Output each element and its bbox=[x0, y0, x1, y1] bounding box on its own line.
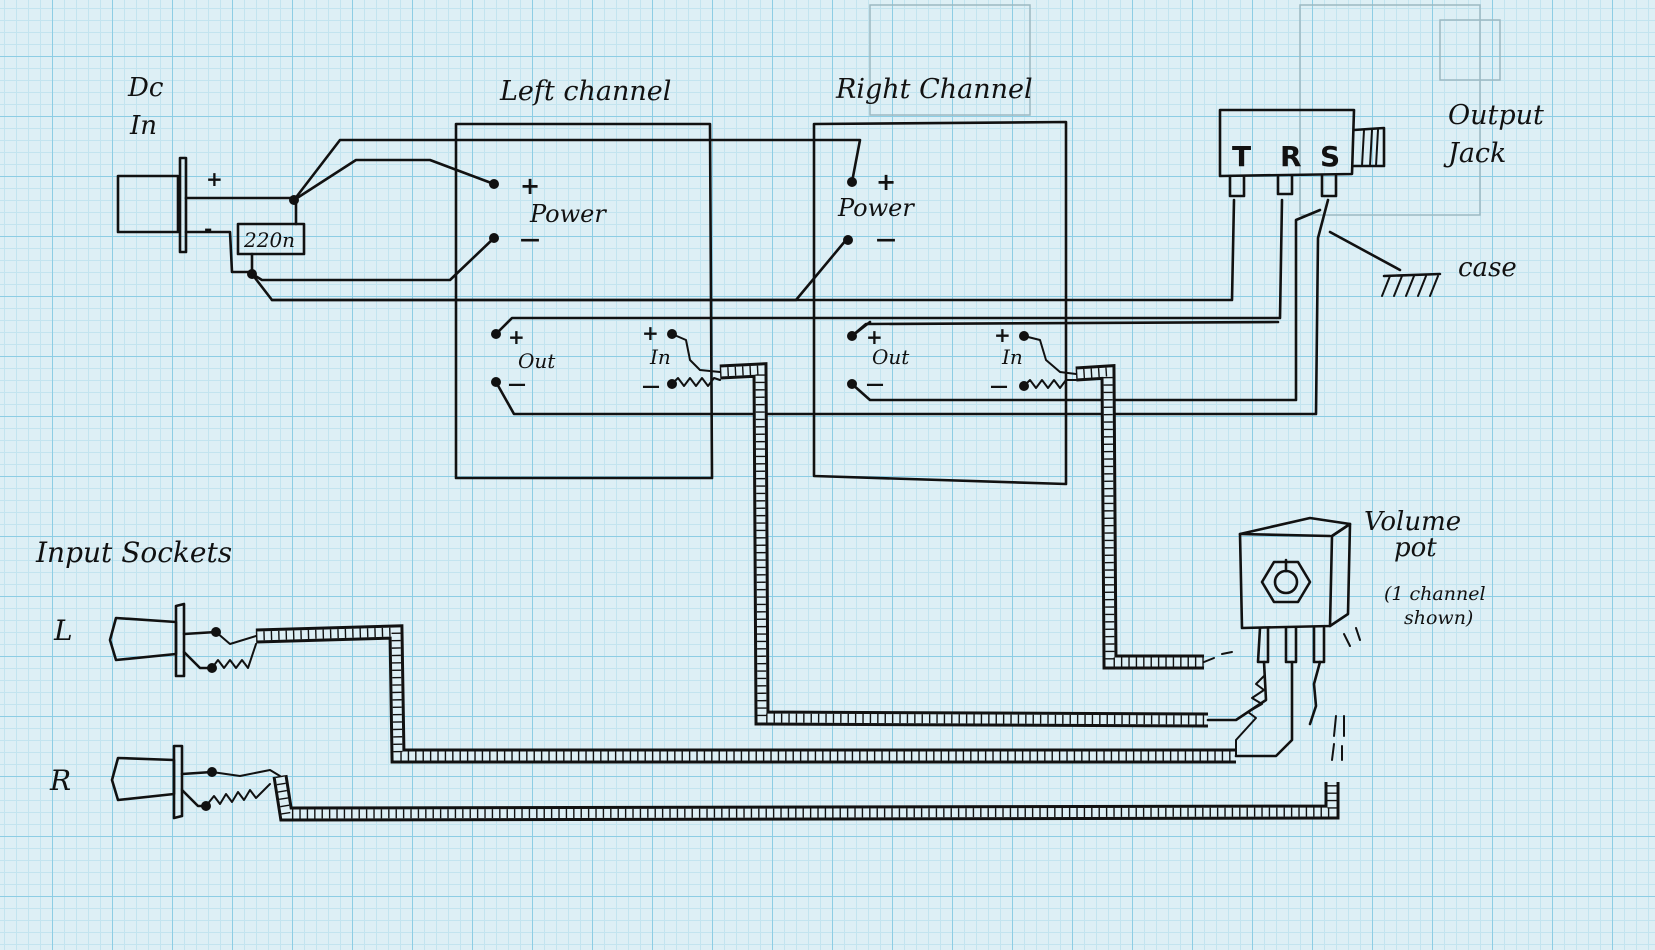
pot-note-1: (1 channel bbox=[1384, 583, 1486, 605]
case-label: case bbox=[1458, 253, 1517, 283]
wire-left-in-braid bbox=[671, 377, 721, 387]
wire-pot-ground bbox=[1308, 660, 1322, 726]
output-jack bbox=[1218, 108, 1386, 198]
right-out-minus: — bbox=[866, 374, 884, 395]
volume-pot-label-2: pot bbox=[1394, 533, 1437, 563]
left-out-label: Out bbox=[518, 349, 556, 373]
shielded-cable-right-in bbox=[1075, 364, 1204, 670]
wire-pot-dashed bbox=[1331, 715, 1345, 761]
left-channel-module bbox=[454, 122, 714, 480]
left-power-plus: + bbox=[520, 172, 540, 200]
jack-pin-t: T bbox=[1232, 140, 1251, 173]
left-out-plus: + bbox=[508, 325, 525, 349]
wire-dc-minus-left bbox=[250, 236, 496, 282]
left-in-minus: — bbox=[642, 376, 660, 397]
right-power-minus: — bbox=[876, 227, 896, 251]
wire-pot-wiper bbox=[1206, 660, 1268, 722]
input-sockets-label: Input Sockets bbox=[35, 536, 232, 569]
right-power-plus: + bbox=[876, 168, 896, 196]
wire-pot-input bbox=[1234, 660, 1294, 758]
left-power-label: Power bbox=[529, 200, 607, 228]
wire-right-out bbox=[850, 320, 1280, 338]
left-power-minus-terminal bbox=[489, 233, 499, 243]
dc-plus-sign: + bbox=[206, 167, 223, 191]
dc-in-label-2: In bbox=[129, 111, 157, 141]
wire-right-in-braid bbox=[1023, 379, 1077, 389]
wire-case-ground bbox=[1328, 230, 1402, 272]
left-in-plus: + bbox=[642, 321, 659, 345]
wire-left-out-minus bbox=[494, 198, 1330, 416]
dc-in-jack bbox=[116, 156, 298, 274]
wire-dc-minus-right bbox=[250, 238, 848, 302]
right-channel-title: Right Channel bbox=[835, 74, 1033, 105]
wire-ground-to-tip bbox=[270, 198, 1236, 302]
wire-right-out-minus bbox=[850, 208, 1322, 402]
wire-pot-braid bbox=[1235, 675, 1265, 757]
jack-pin-r: R bbox=[1280, 140, 1302, 173]
socket-l-label: L bbox=[53, 614, 73, 647]
volume-pot-label-1: Volume bbox=[1364, 507, 1461, 537]
input-socket-r bbox=[110, 744, 281, 820]
shielded-cable-socket-r bbox=[272, 774, 1340, 822]
wire-left-in-signal bbox=[671, 333, 721, 373]
ground-symbol-icon bbox=[1381, 272, 1442, 297]
left-power-minus: — bbox=[520, 227, 540, 251]
component-220n-label: 220n bbox=[243, 228, 295, 252]
wire-pot-stub bbox=[1343, 627, 1361, 647]
right-power-minus-terminal bbox=[843, 235, 853, 245]
volume-pot bbox=[1238, 516, 1352, 664]
dc-minus-sign: - bbox=[204, 217, 212, 241]
right-out-label: Out bbox=[872, 345, 910, 369]
component-220n bbox=[236, 222, 306, 256]
left-out-minus: — bbox=[508, 374, 526, 395]
right-power-label: Power bbox=[837, 194, 915, 222]
right-in-label: In bbox=[1001, 345, 1023, 369]
socket-r-label: R bbox=[49, 764, 71, 797]
bleed-through-sketch bbox=[869, 4, 1501, 216]
wire-dc-plus-left bbox=[292, 158, 496, 202]
right-out-plus: + bbox=[866, 325, 883, 349]
input-socket-l bbox=[108, 602, 257, 678]
dc-in-label-1: Dc bbox=[127, 73, 164, 103]
shielded-cable-left-in bbox=[719, 362, 1209, 728]
left-in-label: In bbox=[649, 345, 671, 369]
right-power-plus-terminal bbox=[847, 177, 857, 187]
output-jack-label-2: Jack bbox=[1443, 138, 1506, 169]
right-in-plus: + bbox=[994, 323, 1011, 347]
wire-right-in-signal bbox=[1023, 335, 1077, 375]
wire-dc-plus-right bbox=[292, 138, 862, 202]
right-channel-module bbox=[812, 120, 1068, 486]
wire-pot-dotted bbox=[1203, 651, 1233, 663]
shielded-cable-socket-l bbox=[255, 624, 1236, 764]
pot-note-2: shown) bbox=[1404, 607, 1473, 629]
output-jack-label-1: Output bbox=[1448, 100, 1544, 131]
left-channel-title: Left channel bbox=[499, 76, 671, 107]
left-power-plus-terminal bbox=[489, 179, 499, 189]
wire-left-out-to-ring bbox=[494, 198, 1284, 336]
jack-pin-s: S bbox=[1320, 140, 1340, 173]
right-in-minus: — bbox=[990, 376, 1008, 397]
